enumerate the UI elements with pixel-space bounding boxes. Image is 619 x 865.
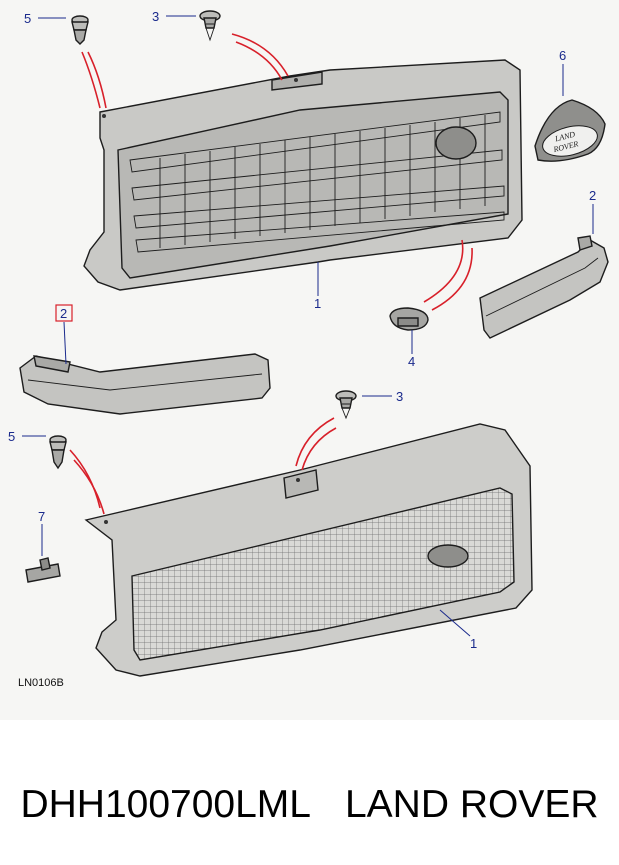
caption: DHH100700LML LAND ROVER: [0, 770, 619, 840]
red-fitment-leaders: [69, 33, 473, 515]
screw-bottom: [335, 390, 357, 420]
screw-top: [199, 10, 221, 42]
callout-5-bottom[interactable]: 5: [8, 429, 15, 444]
bracket-clip: [25, 557, 61, 583]
right-trim-strip: [479, 235, 609, 339]
callout-4[interactable]: 4: [408, 354, 415, 369]
callout-7[interactable]: 7: [38, 509, 45, 524]
callout-2-right[interactable]: 2: [589, 188, 596, 203]
lower-grille-mesh: [84, 423, 533, 677]
exploded-view-drawing: LAND ROVER: [8, 9, 609, 689]
push-rivet-top: [71, 15, 89, 45]
push-rivet-bottom: [49, 435, 67, 470]
callout-1-bottom[interactable]: 1: [470, 636, 477, 651]
callout-3-top[interactable]: 3: [152, 9, 159, 24]
callout-2-left-highlight-box: [55, 304, 73, 322]
callout-5-top[interactable]: 5: [24, 11, 31, 26]
callout-3-bottom[interactable]: 3: [396, 389, 403, 404]
callout-2-left[interactable]: 2: [60, 306, 67, 321]
callout-leaders: [22, 15, 594, 637]
parts-diagram: LAND ROVER: [0, 0, 619, 720]
callout-6[interactable]: 6: [559, 48, 566, 63]
part-number: DHH100700LML: [20, 783, 311, 826]
left-trim-strip: [19, 353, 271, 415]
brand-name: LAND ROVER: [344, 783, 599, 826]
upper-grille: [83, 59, 523, 291]
grommet-clip: [389, 307, 429, 331]
callout-1-top[interactable]: 1: [314, 296, 321, 311]
land-rover-badge: LAND ROVER: [534, 99, 606, 162]
drawing-reference: LN0106B: [18, 677, 64, 689]
